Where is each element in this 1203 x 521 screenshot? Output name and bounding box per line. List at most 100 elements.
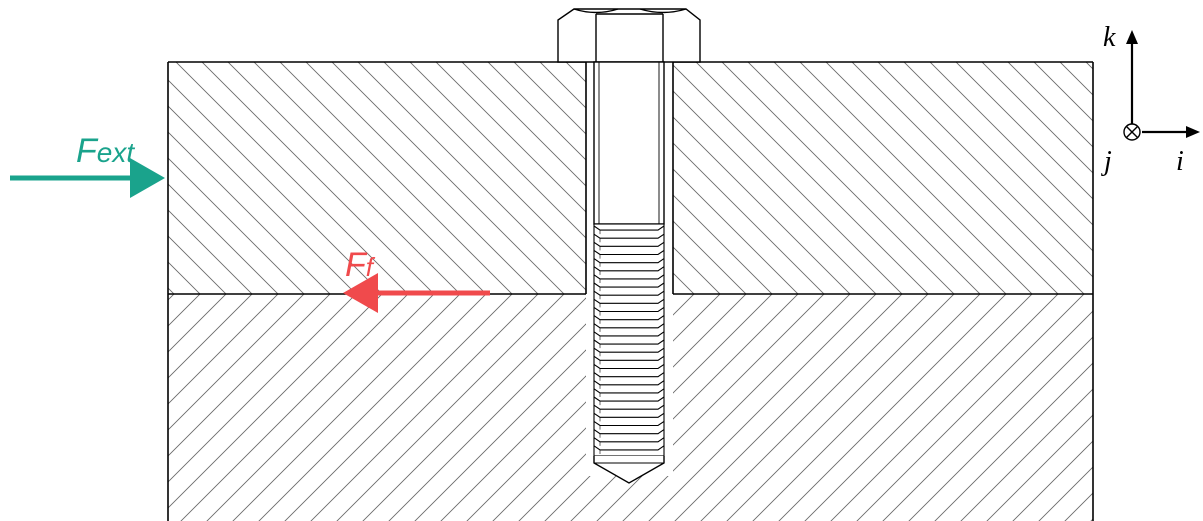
hatch-line <box>561 294 813 521</box>
hatch-line <box>933 62 1093 294</box>
hatch-line <box>353 294 605 521</box>
hatch-line <box>171 294 423 521</box>
thread-ridge <box>593 339 665 345</box>
hatch-line <box>168 294 293 521</box>
hatch-line <box>327 294 579 521</box>
hatch-line <box>821 294 1073 521</box>
hatch-line <box>725 62 1007 294</box>
hatch-line <box>197 294 449 521</box>
hatch-line <box>777 62 1059 294</box>
hatch-line <box>1063 62 1093 294</box>
plate-outlines <box>167 61 1094 521</box>
hatch-line <box>439 62 721 294</box>
hatch-line <box>309 62 591 294</box>
external-force: Fext <box>10 132 165 198</box>
thread-ridge <box>593 372 665 378</box>
hatch-line <box>743 294 995 521</box>
bolt-shank <box>593 61 665 225</box>
thread-ridge <box>593 355 665 361</box>
hatch-line <box>0 280 32 521</box>
hatch-line <box>613 294 865 521</box>
hatch-line <box>168 294 189 521</box>
thread-ridge <box>593 241 665 247</box>
hatch-line <box>1089 62 1093 294</box>
lower-plate-hatch <box>0 280 1203 521</box>
thread-ridge <box>593 249 665 256</box>
thread-ridge <box>593 274 665 280</box>
friction-force: Ff <box>343 246 490 313</box>
thread-ridge <box>593 290 665 296</box>
hatch-line <box>951 294 1093 521</box>
hatch-line <box>847 294 1093 521</box>
hatch-line <box>829 62 1093 294</box>
hatch-line <box>168 62 253 294</box>
hatch-line <box>249 294 501 521</box>
hatch-line <box>301 294 553 521</box>
hatch-line <box>223 294 475 521</box>
j-axis-into-page-icon <box>1123 123 1141 141</box>
bolt-thread <box>593 223 665 457</box>
hatch-line <box>795 294 1047 521</box>
axis-label-k: k <box>1103 22 1116 53</box>
hatch-line <box>168 294 371 521</box>
hatch-line <box>0 280 136 521</box>
hatch-line <box>699 62 981 294</box>
thread-ridge <box>593 429 665 435</box>
thread-ridge <box>593 347 665 353</box>
hatch-line <box>907 62 1093 294</box>
thread-ridge <box>593 388 665 394</box>
hatch-line <box>873 294 1093 521</box>
hatch-line <box>168 62 435 294</box>
hatch-line <box>717 294 969 521</box>
hatch-line <box>647 62 929 294</box>
thread-ridge <box>593 315 665 321</box>
thread-ridge <box>593 380 665 386</box>
friction-force-symbol: F <box>345 246 368 284</box>
hatch-line <box>283 62 565 294</box>
hatch-line <box>168 294 267 521</box>
hatch-line <box>977 294 1093 521</box>
thread-ridge <box>593 298 665 304</box>
hatch-line <box>379 294 631 521</box>
hatch-line <box>1029 294 1093 521</box>
thread-ridge <box>593 306 665 313</box>
thread-ridge <box>593 266 665 272</box>
upper-plate-hatch <box>168 40 1203 320</box>
hatch-line <box>168 294 215 521</box>
hatch-line <box>925 294 1093 521</box>
hatch-line <box>275 294 527 521</box>
thread-ridge <box>593 225 665 231</box>
hatch-line <box>257 62 539 294</box>
thread-ridge <box>593 437 665 443</box>
thread-ridge <box>593 363 665 370</box>
hatch-line <box>457 294 709 521</box>
bolt-head <box>557 8 701 63</box>
hatch-line <box>1160 280 1203 521</box>
hatch-line <box>1186 280 1203 521</box>
hatch-line <box>0 280 162 521</box>
hatch-line <box>168 62 357 294</box>
coordinate-axes <box>1123 30 1200 141</box>
hatch-line <box>665 294 917 521</box>
hatch-line <box>769 294 1021 521</box>
bolt-tip <box>593 456 665 484</box>
thread-ridge <box>593 412 665 418</box>
thread-ridge <box>593 396 665 402</box>
thread-ridge <box>593 331 665 337</box>
hatch-line <box>168 294 241 521</box>
hatch-line <box>751 62 1033 294</box>
hatch-line <box>0 280 6 521</box>
hatch-line <box>985 62 1093 294</box>
thread-ridge <box>593 258 665 264</box>
hatch-line <box>231 62 513 294</box>
hatch-line <box>168 62 383 294</box>
hatch-line <box>1168 40 1203 320</box>
thread-ridge <box>593 323 665 329</box>
friction-force-label: Ff <box>345 246 376 284</box>
hatch-line <box>0 280 110 521</box>
hatch-line <box>335 62 617 294</box>
axis-label-j: j <box>1101 146 1112 177</box>
hatch-line <box>959 62 1093 294</box>
external-force-symbol: F <box>76 132 99 170</box>
